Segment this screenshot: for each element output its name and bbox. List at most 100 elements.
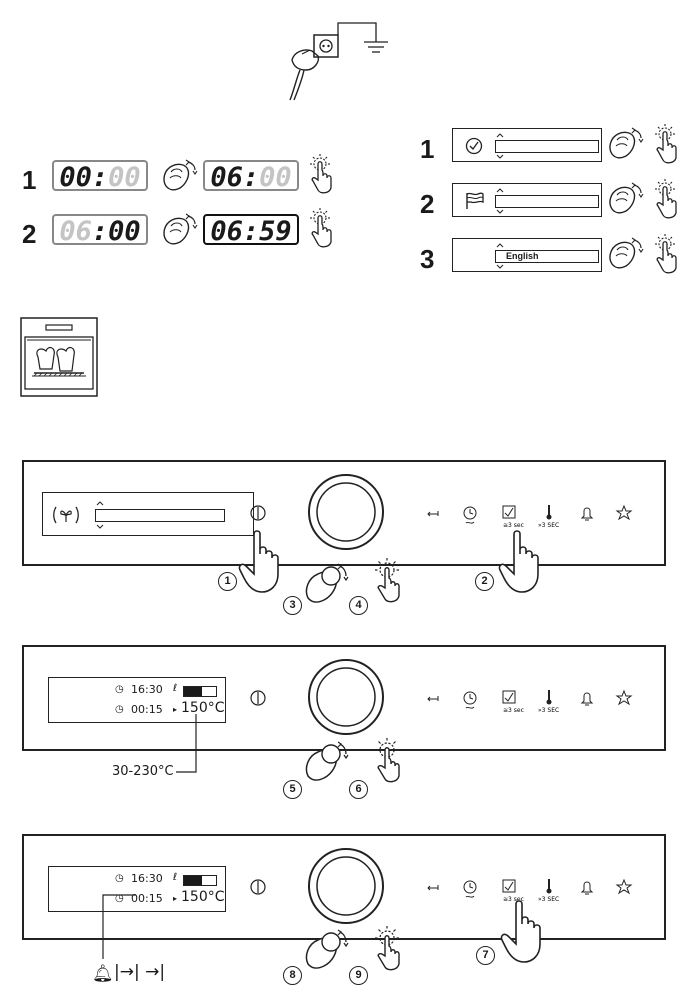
knob-press-hand <box>375 738 400 783</box>
knob-press-icon <box>650 234 680 281</box>
control-panel-3: ◷ 16:30 ℓ ◷ 00:15 ▸ 150°C ≅3 sec »3 SEC <box>22 834 666 940</box>
flag-icon <box>466 192 484 209</box>
scroll-arrows-icon <box>496 133 504 159</box>
touch-icon-row: ≅3 sec »3 SEC <box>424 502 644 532</box>
panel-temperature: 150°C <box>181 889 225 905</box>
timer-icon <box>463 691 477 709</box>
step-circle-3: 3 <box>283 596 302 615</box>
timer-modes-label: 🔔︎ <box>92 964 114 984</box>
control-panel-1: ≅3 sec »3 SEC <box>22 460 666 566</box>
knob-turn-icon <box>160 212 198 253</box>
clock-display-1a: 00:00 <box>52 160 148 193</box>
scroll-arrows-icon <box>496 243 504 269</box>
temp-pointer-icon: ▸ <box>173 894 178 903</box>
step-circle-5: 5 <box>283 780 302 799</box>
power-icon[interactable] <box>250 878 266 896</box>
svg-text:»3 SEC: »3 SEC <box>538 707 559 714</box>
scroll-arrows-icon <box>496 188 504 214</box>
knob-press-hand <box>375 926 400 971</box>
bell-icon <box>580 692 594 706</box>
knob-turn-hand <box>305 741 349 781</box>
star-icon <box>615 878 633 895</box>
power-icon[interactable] <box>250 689 266 707</box>
touch-icons: ≅3 sec »3 SEC <box>427 689 633 714</box>
svg-text:≅3 sec: ≅3 sec <box>503 707 524 714</box>
panel-time: 16:30 <box>131 872 163 885</box>
thermometer-icon: ℓ <box>173 872 178 883</box>
plug-socket-icon <box>289 22 388 101</box>
panel-display <box>42 492 254 536</box>
knob-turn-icon <box>606 236 644 277</box>
knob-press-icon <box>305 208 335 255</box>
back-icon <box>427 885 439 891</box>
step-circle-4: 4 <box>349 596 368 615</box>
thermometer-icon: ℓ <box>173 683 178 694</box>
setting-display-3: English <box>452 238 602 272</box>
oven-icon <box>20 317 98 397</box>
step-circle-2: 2 <box>475 572 494 591</box>
fan-icon <box>53 506 79 524</box>
back-icon <box>427 696 439 702</box>
thermometer-icon <box>546 505 552 520</box>
temp-range-label: 30-230°C <box>112 764 174 779</box>
clock-step-1-number: 1 <box>22 165 37 195</box>
clock-step-2-number: 2 <box>22 219 37 249</box>
heat-level-bar <box>183 686 217 697</box>
timer-icon: ◷ <box>115 704 124 715</box>
step-circle-8: 8 <box>283 966 302 985</box>
star-icon <box>615 689 633 706</box>
setting-display-2 <box>452 183 602 217</box>
touch-hand-power <box>238 530 279 593</box>
steam-icon <box>502 879 516 893</box>
setting-display-1 <box>452 128 602 162</box>
timer-icon <box>463 506 477 524</box>
setting-step-3-number: 3 <box>420 244 435 274</box>
touch-icon-row: ≅3 sec »3 SEC <box>424 687 644 717</box>
svg-text:≅3 sec: ≅3 sec <box>503 896 524 903</box>
knob-turn-hand <box>305 563 349 603</box>
bell-icon <box>580 507 594 521</box>
bell-icon <box>580 881 594 895</box>
scroll-arrows-icon <box>96 501 104 529</box>
panel-duration: 00:15 <box>131 703 163 716</box>
timer-icon: ◷ <box>115 893 124 904</box>
panel-display: ◷ 16:30 ℓ ◷ 00:15 ▸ 150°C <box>48 677 226 723</box>
oven-illustration <box>20 317 98 402</box>
svg-text:»3 SEC: »3 SEC <box>538 522 559 529</box>
heat-level-bar <box>183 875 217 886</box>
temp-pointer-icon: ▸ <box>173 705 178 714</box>
clock-icon: ◷ <box>115 873 124 884</box>
power-icon[interactable] <box>250 504 266 522</box>
panel-temperature: 150°C <box>181 700 225 716</box>
step-circle-1: 1 <box>218 572 237 591</box>
selector-knob[interactable] <box>306 472 386 552</box>
knob-turn-hand <box>305 929 349 969</box>
language-value-bar: English <box>495 250 599 263</box>
steam-icon <box>502 690 516 704</box>
clock-display-1b: 06:00 <box>203 160 299 193</box>
setting-value-bar <box>495 195 599 208</box>
step-circle-6: 6 <box>349 780 368 799</box>
panel-duration: 00:15 <box>131 892 163 905</box>
setting-value-bar <box>495 140 599 153</box>
svg-text:»3 SEC: »3 SEC <box>538 896 559 903</box>
step-circle-9: 9 <box>349 966 368 985</box>
star-icon <box>615 504 633 521</box>
power-plug-illustration <box>280 18 390 108</box>
touch-icons: ≅3 sec »3 SEC <box>427 504 633 529</box>
clock-display-2a: 06:00 <box>52 214 148 247</box>
setting-step-1-number: 1 <box>420 134 435 164</box>
touch-hand-steam <box>500 900 541 963</box>
back-icon <box>427 511 439 517</box>
steam-icon <box>502 505 516 519</box>
thermometer-icon <box>546 690 552 705</box>
clock-icon: ◷ <box>115 684 124 695</box>
panel-value-bar <box>95 509 225 522</box>
panel-display: ◷ 16:30 ℓ ◷ 00:15 ▸ 150°C <box>48 866 226 912</box>
selector-knob[interactable] <box>306 846 386 926</box>
selector-knob[interactable] <box>306 657 386 737</box>
touch-icons: ≅3 sec »3 SEC <box>427 878 633 903</box>
thermometer-icon <box>546 879 552 894</box>
knob-press-hand <box>375 558 400 603</box>
knob-press-icon <box>305 154 335 201</box>
